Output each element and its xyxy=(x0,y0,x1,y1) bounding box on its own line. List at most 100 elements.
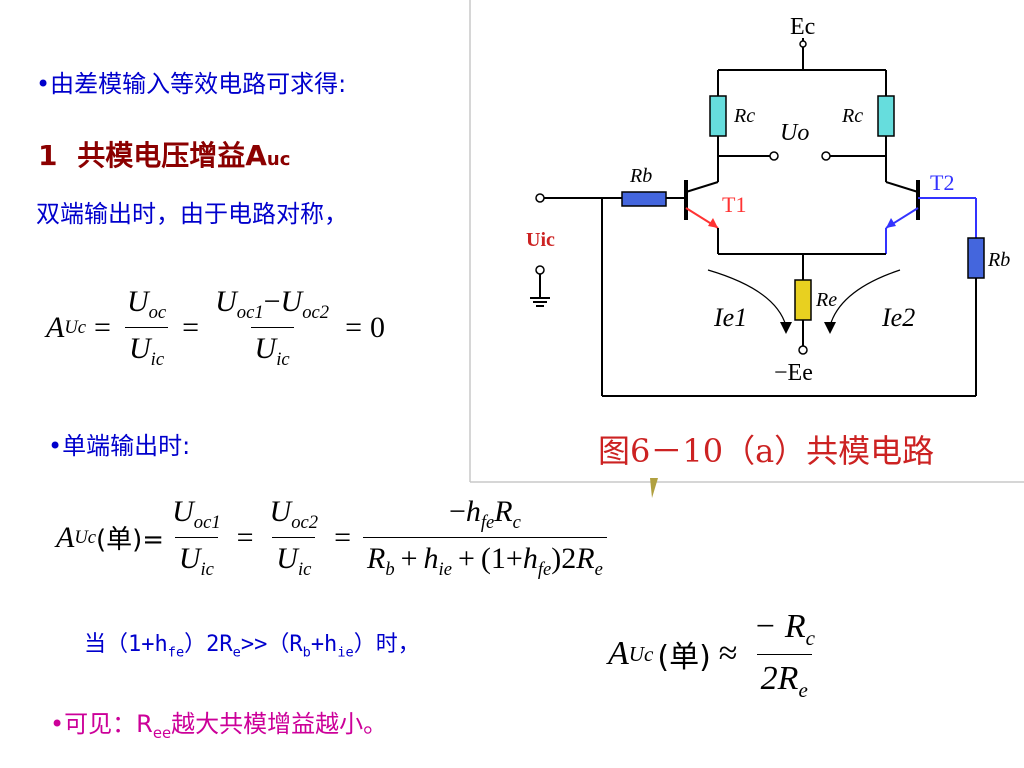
terminal-uo-left xyxy=(769,151,779,161)
eq1-U: U xyxy=(126,285,149,318)
section-heading: 1 共模电压增益Auc xyxy=(38,134,290,174)
eq1-zero: 0 xyxy=(370,310,385,344)
eq2-Rb: R xyxy=(367,542,386,575)
bullet: • xyxy=(50,710,65,738)
eq2-c: c xyxy=(512,512,521,533)
eq3-A: A xyxy=(608,635,629,673)
eq1-eq-3: = xyxy=(345,310,362,344)
transistor-t1-collector xyxy=(685,181,719,193)
eq2-U: U xyxy=(172,495,194,528)
label-t2: T2 xyxy=(930,170,954,195)
terminal-uo-right xyxy=(821,151,831,161)
conclusion-line: •可见：Ree越大共模增益越小。 xyxy=(50,704,387,742)
heading-number: 1 xyxy=(38,139,58,172)
eq2-plus: + xyxy=(457,542,475,575)
single-ended-line: •单端输出时: xyxy=(48,426,190,461)
eq3-den: 2R xyxy=(760,659,799,697)
intro-text: 由差模输入等效电路可求得: xyxy=(50,70,347,98)
eq2-ic: ic xyxy=(297,559,312,580)
eq2-oc1: oc1 xyxy=(193,512,221,533)
eq2-h: h xyxy=(423,542,439,575)
eq2-U: U xyxy=(178,542,201,575)
eq2-A-sub: Uc xyxy=(74,526,97,548)
bullet: • xyxy=(36,70,51,98)
eq2-paren-open: (1+ xyxy=(480,542,523,575)
eq1-minus: − xyxy=(263,285,281,318)
resistor-rb-right xyxy=(967,237,985,279)
label-rc-left: Rc xyxy=(733,105,755,127)
resistor-rc-left xyxy=(709,95,727,137)
current-arrowhead-ie2 xyxy=(824,322,836,334)
eq1-frac-2: Uoc1−Uoc2 Uic xyxy=(211,284,333,371)
cond-mid3: +h xyxy=(310,632,338,657)
eq3-num-sub: c xyxy=(805,625,816,650)
cond-post: ）时， xyxy=(353,632,420,657)
eq2-frac-3: −hfeRc Rb+hie+(1+hfe)2Re xyxy=(363,494,607,581)
eq1-A: A xyxy=(46,310,65,344)
eq2-h: h xyxy=(522,542,538,575)
eq2-b: b xyxy=(385,559,395,580)
resistor-re xyxy=(794,279,812,321)
heading-symbol-sub: uc xyxy=(266,149,291,170)
eq3-approx: ≈ xyxy=(718,635,738,673)
cond-b: b xyxy=(302,644,311,661)
label-ie1: Ie1 xyxy=(713,303,747,332)
eq2-num-minus: − xyxy=(448,495,466,528)
eq1-oc2: oc2 xyxy=(302,302,330,323)
terminal-input xyxy=(535,193,545,203)
current-arrow-ie2 xyxy=(829,269,901,327)
eq2-eq-2: = xyxy=(334,520,351,554)
eq2-fe: fe xyxy=(537,559,552,580)
intro-line: •由差模输入等效电路可求得: xyxy=(36,64,346,99)
eq3-A-sub: Uc xyxy=(628,641,654,666)
eq2-frac-2: Uoc2 Uic xyxy=(266,494,323,581)
triangle-marker xyxy=(650,478,658,498)
eq2-frac-1: Uoc1 Uic xyxy=(168,494,225,581)
eq3-den-sub: e xyxy=(798,677,808,702)
eq1-U: U xyxy=(254,332,277,365)
t2-emitter-arrow xyxy=(886,218,896,228)
eq2-fe: fe xyxy=(480,512,495,533)
eq2-Re: R xyxy=(576,542,595,575)
terminal-ee xyxy=(798,345,808,355)
eq2-plus: + xyxy=(400,542,418,575)
label-ie2: Ie2 xyxy=(881,303,915,332)
eq1-oc: oc xyxy=(148,302,167,323)
approx-condition: 当（1+hfe）2Re>>（Rb+hie）时， xyxy=(84,626,420,660)
label-uic: Uic xyxy=(526,229,555,251)
cond-ie: ie xyxy=(337,644,354,661)
eq3-dan: (单) xyxy=(657,640,711,676)
single-ended-text: 单端输出时: xyxy=(62,432,191,460)
bullet: • xyxy=(48,432,63,460)
heading-symbol: A xyxy=(245,139,267,172)
conclusion-sub: ee xyxy=(152,723,172,742)
terminal-ec xyxy=(799,40,807,48)
eq2-paren-close: )2 xyxy=(551,542,577,575)
eq1-A-sub: Uc xyxy=(64,316,87,338)
eq1-ic: ic xyxy=(150,349,165,370)
eq2-eq-1: = xyxy=(236,520,254,554)
label-t1: T1 xyxy=(722,192,746,217)
eq2-oc2: oc2 xyxy=(291,512,319,533)
label-rc-right: Rc xyxy=(841,105,863,127)
current-arrow-ie1 xyxy=(707,269,787,327)
cond-mid1: ）2R xyxy=(184,632,233,657)
resistor-rb-left xyxy=(621,191,667,207)
eq2-e: e xyxy=(594,559,603,580)
eq2-A: A xyxy=(56,520,75,554)
label-rb-left: Rb xyxy=(629,165,652,187)
current-arrowhead-ie1 xyxy=(780,322,792,334)
heading-text: 共模电压增益 xyxy=(77,139,246,172)
label-Ec: Ec xyxy=(790,14,815,40)
terminal-uic xyxy=(535,265,545,275)
double-ended-line: 双端输出时，由于电路对称， xyxy=(36,200,348,228)
eq1-U: U xyxy=(129,332,151,365)
eq1-U: U xyxy=(280,285,303,318)
eq1-eq-1: = xyxy=(94,310,111,344)
label-uo: Uo xyxy=(780,120,809,146)
label-re: Re xyxy=(815,289,837,311)
